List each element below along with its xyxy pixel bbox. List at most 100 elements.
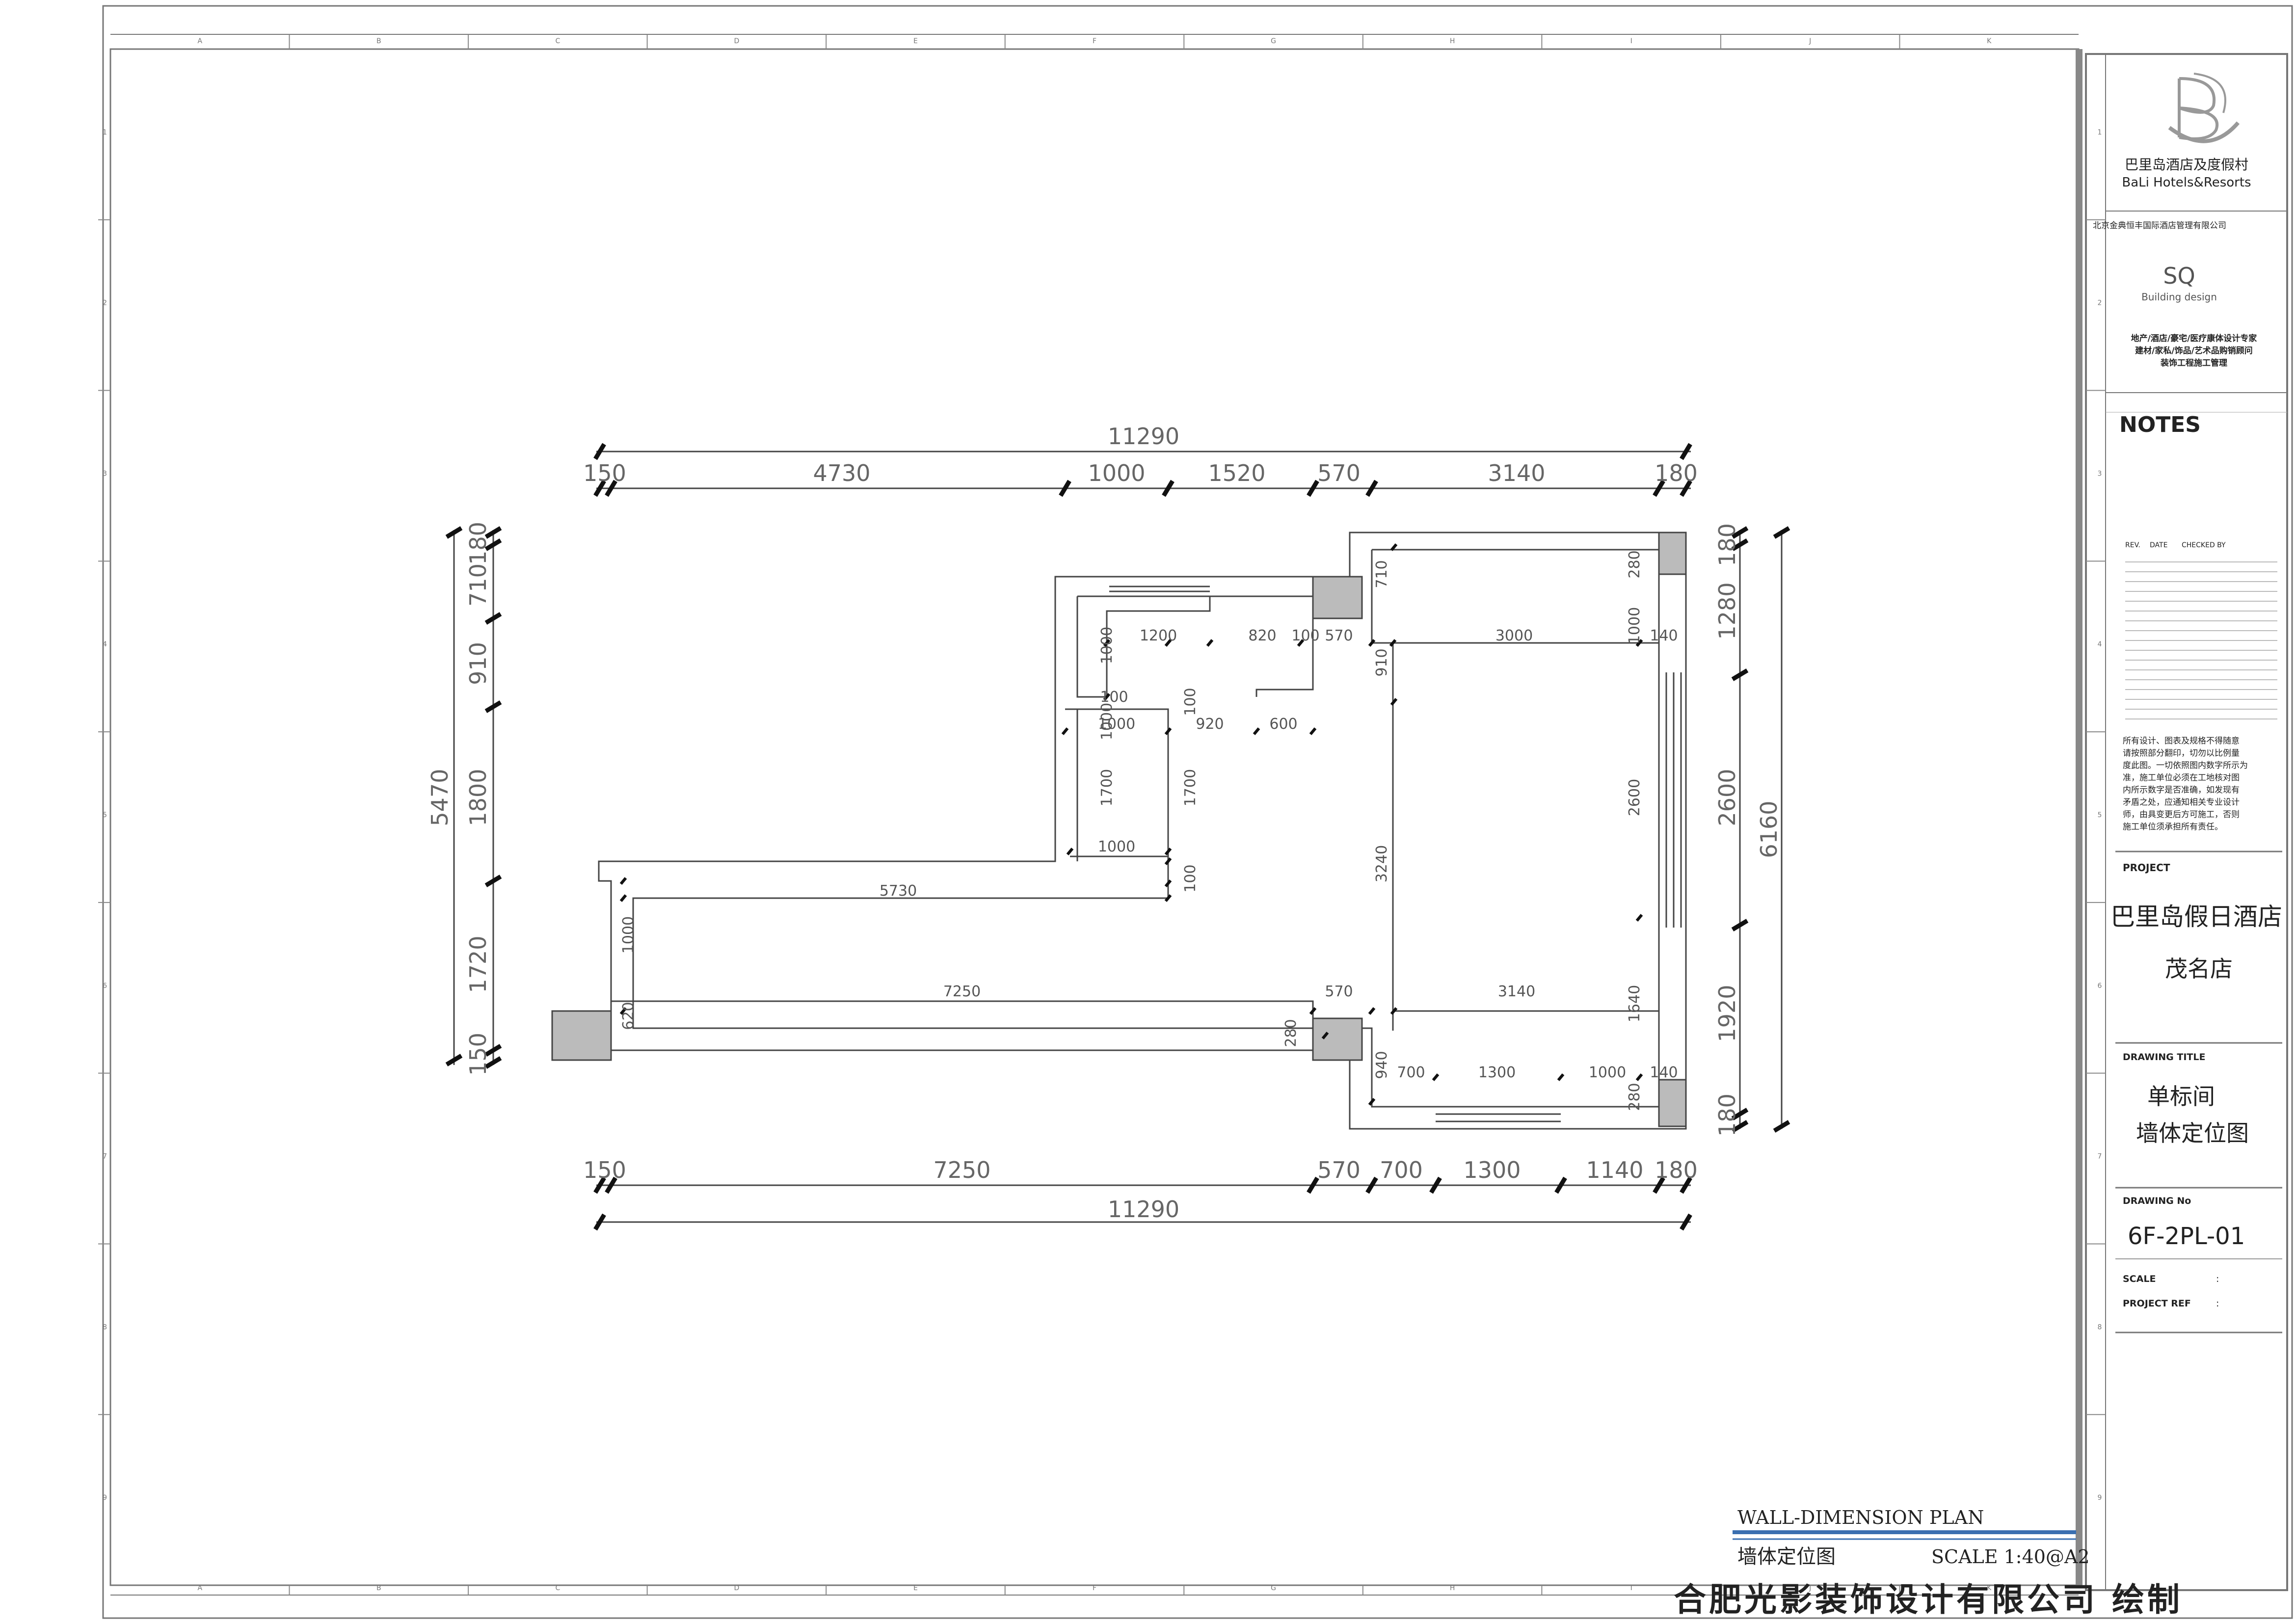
- interior-dimension: 280: [1626, 550, 1643, 578]
- dim-right-segment: 180: [1714, 523, 1740, 566]
- grid-row-label: 9: [2098, 1494, 2102, 1502]
- interior-dimension: 570: [1325, 983, 1353, 1000]
- interior-dimension: 1200: [1140, 627, 1177, 644]
- drawing-no-label: DRAWING No: [2123, 1196, 2191, 1206]
- dim-bottom-segment: 180: [1655, 1157, 1698, 1183]
- dim-top-segment: 1000: [1088, 460, 1145, 486]
- disclaimer-line: 请按照部分翻印，切勿以比例量: [2123, 748, 2240, 758]
- grid-column-label: G: [1271, 1584, 1276, 1592]
- grid-row-label: 8: [103, 1323, 107, 1331]
- structural-column: [1312, 576, 1363, 619]
- interior-dimension: 620: [620, 1002, 637, 1030]
- window: [1109, 586, 1210, 592]
- disclaimer: 所有设计、图表及规格不得随意 请按照部分翻印，切勿以比例量 度此图。一切依照图内…: [2123, 736, 2248, 832]
- dim-right-segment: 180: [1714, 1093, 1740, 1137]
- bali-logo: [2168, 73, 2240, 143]
- interior-dimension: 1000: [1098, 703, 1116, 740]
- inner-wall-line: [1065, 708, 1169, 898]
- caption-scale: SCALE 1:40@A2: [1931, 1546, 2090, 1568]
- interior-dimension: 280: [1282, 1019, 1300, 1047]
- dimension-ticks: [445, 443, 1790, 1231]
- grid-column-label: E: [913, 1584, 918, 1592]
- project-ref-value: :: [2216, 1298, 2219, 1309]
- interior-dimension: 1000: [1098, 716, 1135, 733]
- grid-column-label: A: [197, 1584, 202, 1592]
- scale-value: :: [2216, 1274, 2219, 1284]
- grid-row-label: 1: [2098, 129, 2102, 136]
- dim-right-total: 6160: [1756, 800, 1782, 858]
- interior-dimension: 140: [1650, 627, 1678, 644]
- dim-right-segment: 1280: [1714, 582, 1740, 639]
- brand-name-cn: 巴里岛酒店及度假村: [2125, 157, 2248, 173]
- grid-row-label: 2: [2098, 299, 2102, 307]
- notes-label: NOTES: [2119, 412, 2201, 437]
- dim-left-segment: 150: [465, 1033, 491, 1076]
- company-name: 北京金典恒丰国际酒店管理有限公司: [2093, 221, 2226, 231]
- interior-dimension: 140: [1650, 1064, 1678, 1081]
- drawing-caption: WALL-DIMENSION PLAN 墙体定位图 SCALE 1:40@A2: [1733, 1507, 2090, 1568]
- interior-dimension: 5730: [880, 882, 917, 900]
- interior-dimension: 1000: [1589, 1064, 1626, 1081]
- interior-dimension: 100: [1182, 688, 1199, 716]
- grid-row-label: 4: [103, 640, 107, 648]
- grid-row-label: 6: [103, 982, 107, 990]
- grid-row-label: 5: [2098, 811, 2102, 819]
- dim-bottom-segment: 7250: [933, 1157, 990, 1183]
- caption-title-en: WALL-DIMENSION PLAN: [1737, 1507, 1984, 1528]
- outer-wall-line: [598, 532, 1687, 1130]
- disclaimer-line: 施工单位须承担所有责任。: [2123, 822, 2223, 832]
- grid-column-label: D: [734, 1584, 740, 1592]
- dim-top-segment: 1520: [1208, 460, 1265, 486]
- grid-column-label: A: [197, 37, 202, 45]
- dim-bottom-segment: 150: [583, 1157, 626, 1183]
- dim-bottom-segment: 1140: [1586, 1157, 1643, 1183]
- grid-row-label: 4: [2098, 640, 2102, 648]
- grid-column-label: E: [913, 37, 918, 45]
- interior-dimension: 1640: [1626, 985, 1643, 1022]
- grid-row-label: 3: [103, 470, 107, 478]
- grid-column-label: I: [1630, 37, 1632, 45]
- grid-column-label: C: [555, 1584, 560, 1592]
- grid-column-label: J: [1809, 1584, 1811, 1592]
- drawing-title-1: 单标间: [2147, 1083, 2215, 1110]
- interior-dimension: 100: [1100, 689, 1128, 706]
- disclaimer-line: 所有设计、图表及规格不得随意: [2123, 736, 2240, 746]
- interior-dimension: 1300: [1478, 1064, 1516, 1081]
- interior-dimension: 820: [1248, 627, 1276, 644]
- dim-bottom-total: 11290: [1108, 1196, 1179, 1223]
- grid-row-label: 1: [103, 129, 107, 136]
- drawing-title-2: 墙体定位图: [2136, 1120, 2249, 1146]
- grid-row-label: 5: [103, 811, 107, 819]
- window: [1436, 1106, 1561, 1122]
- dim-bottom-segment: 700: [1380, 1157, 1423, 1183]
- dim-left-total: 5470: [427, 769, 453, 826]
- grid-row-label: 2: [103, 299, 107, 307]
- dim-top-segment: 570: [1317, 460, 1361, 486]
- design-logo: SQ: [2163, 263, 2195, 289]
- dim-bottom-segment: 570: [1317, 1157, 1361, 1183]
- interior-dimension: 700: [1397, 1064, 1425, 1081]
- grid-column-label: K: [1987, 37, 1992, 45]
- interior-dimension: 600: [1269, 716, 1297, 733]
- dimension-lines: [453, 451, 1783, 1223]
- dim-right-segment: 2600: [1714, 769, 1740, 826]
- interior-dimension: 1000: [1098, 838, 1135, 855]
- floor-plan: [551, 532, 1687, 1130]
- dimension-labels: 11290 150 4730 1000 1520 570 3140 180 15…: [427, 423, 1782, 1223]
- interior-dimension: 910: [1373, 648, 1390, 676]
- structural-column: [1312, 1017, 1363, 1061]
- grid-column-label: H: [1450, 1584, 1455, 1592]
- interior-dimension: 2600: [1626, 779, 1643, 816]
- structural-column: [1658, 1079, 1687, 1127]
- interior-dimension: 100: [1182, 864, 1199, 892]
- interior-dimension: 3140: [1498, 983, 1535, 1000]
- dim-top-segment: 3140: [1488, 460, 1545, 486]
- interior-dimension: 1000: [1626, 607, 1643, 644]
- interior-dimension: 940: [1373, 1051, 1390, 1079]
- grid-column-label: C: [555, 37, 560, 45]
- dim-bottom-segment: 1300: [1463, 1157, 1521, 1183]
- title-block: 巴里岛酒店及度假村 BaLi Hotels&Resorts 北京金典恒丰国际酒店…: [2093, 73, 2287, 1333]
- project-ref-label: PROJECT REF: [2123, 1298, 2191, 1309]
